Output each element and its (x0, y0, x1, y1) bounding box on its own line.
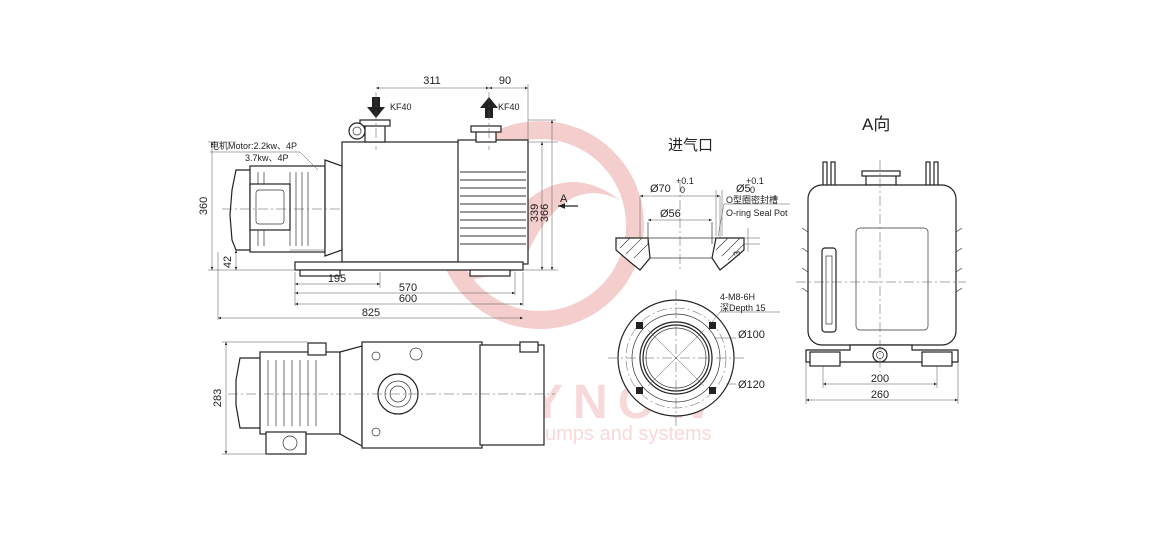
front-view: KF40 KF40 电机Motor:2.2kw、4P 3.7kw、4P 311 … (198, 75, 578, 320)
dim-42: 42 (222, 256, 234, 268)
bolt-hole (636, 322, 643, 329)
label-depth-3: 3 (732, 251, 742, 256)
dim-200: 200 (871, 373, 889, 385)
motor-endcap (229, 169, 253, 251)
view-a-side-ribs (801, 227, 963, 293)
label-groove-5: Ø5 (736, 183, 751, 195)
bolt-hole (636, 387, 643, 394)
label-tol-5-upper: +0.1 (746, 176, 764, 186)
dim-360: 360 (198, 197, 210, 215)
terminal-box-inner (255, 189, 285, 225)
dim-600: 600 (399, 293, 417, 305)
dim-825: 825 (362, 307, 380, 319)
dim-311: 311 (423, 75, 441, 87)
bolt-hole (709, 322, 716, 329)
dim-570: 570 (399, 282, 417, 294)
inlet-arrow-icon (367, 97, 385, 118)
label-bore-70: Ø70 (650, 183, 671, 195)
label-bore-56: Ø56 (660, 208, 681, 220)
view-a: A向 200 (796, 115, 966, 404)
top-view: 283 (212, 341, 555, 455)
label-thread-depth: 深Depth 15 (720, 303, 766, 313)
motor-label-2: 3.7kw、4P (245, 153, 289, 163)
inlet-section-hatch (619, 237, 745, 261)
terminal-box (249, 183, 291, 231)
label-thread: 4-M8-6H (720, 292, 755, 302)
dim-339: 339 (529, 204, 541, 222)
dim-366: 366 (539, 204, 551, 222)
pump-body (341, 141, 461, 263)
inlet-detail: 进气口 Ø70 +0.1 0 Ø56 Ø5 +0.1 0 (615, 137, 790, 272)
view-a-panel (855, 227, 929, 331)
label-od-120: Ø120 (738, 379, 765, 391)
bolt-hole (709, 387, 716, 394)
label-tol-5-lower: 0 (750, 185, 755, 195)
motor-flange (324, 159, 343, 257)
top-oil-box (479, 344, 545, 446)
top-motor-endcap (235, 357, 263, 429)
label-pcd-100: Ø100 (738, 329, 765, 341)
label-tol-70-lower: 0 (680, 185, 685, 195)
dim-195: 195 (328, 273, 346, 285)
inlet-flange (364, 123, 386, 143)
base-frame (294, 261, 524, 271)
inlet-flange-label: KF40 (390, 102, 412, 112)
top-motor-fins (267, 360, 317, 426)
outlet-arrow-icon (480, 97, 498, 118)
dim-260: 260 (871, 389, 889, 401)
label-oring-cn: O型圈密封槽 (726, 194, 778, 205)
inlet-detail-title: 进气口 (668, 137, 713, 154)
outlet-flange-label: KF40 (498, 102, 520, 112)
view-a-marker: A (560, 193, 568, 205)
dim-283: 283 (212, 389, 224, 407)
oil-box (457, 139, 529, 265)
lifting-eye (348, 122, 366, 140)
label-tol-70-upper: +0.1 (676, 176, 694, 186)
label-oring-en: O-ring Seal Pot (726, 208, 788, 218)
view-a-title: A向 (862, 115, 890, 134)
motor-label-1: 电机Motor:2.2kw、4P (210, 140, 297, 151)
dim-90: 90 (499, 75, 511, 87)
oil-box-fins (460, 171, 526, 245)
flange-detail: 4-M8-6H 深Depth 15 Ø100 Ø120 (608, 290, 780, 426)
sight-glass (821, 247, 837, 333)
